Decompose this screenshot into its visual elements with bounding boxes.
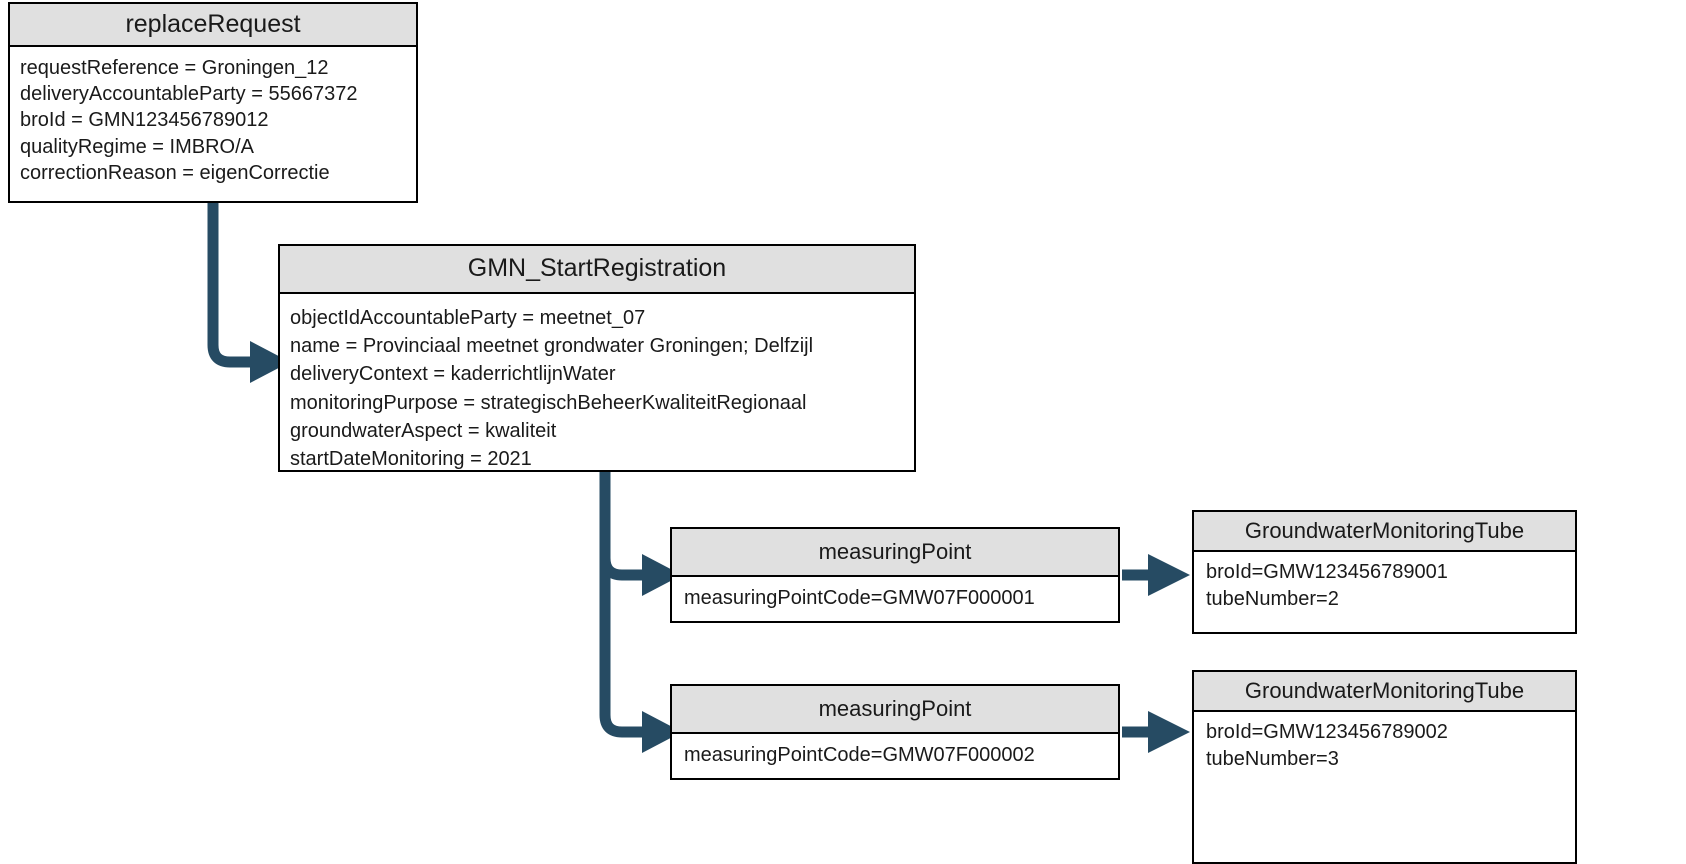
- attribute-start-date-monitoring: startDateMonitoring = 2021: [290, 448, 532, 471]
- attribute-measuring-point-code: measuringPointCode=GMW07F000001: [684, 587, 1035, 609]
- attribute-tube-number: tubeNumber=3: [1206, 748, 1339, 770]
- box-header-groundwater-monitoring-tube-2: GroundwaterMonitoringTube: [1194, 672, 1575, 712]
- box-body-replace-request: requestReference = Groningen_12 delivery…: [10, 47, 416, 192]
- attribute-quality-regime: qualityRegime = IMBRO/A: [20, 135, 254, 158]
- box-body-measuring-point-1: measuringPointCode=GMW07F000001: [672, 577, 1118, 616]
- box-header-replace-request: replaceRequest: [10, 4, 416, 47]
- attribute-name: name = Provinciaal meetnet grondwater Gr…: [290, 335, 814, 358]
- attribute-correction-reason: correctionReason = eigenCorrectie: [20, 161, 330, 184]
- uml-class-box-groundwater-monitoring-tube-1[interactable]: GroundwaterMonitoringTube broId=GMW12345…: [1192, 510, 1577, 634]
- attribute-measuring-point-code: measuringPointCode=GMW07F000002: [684, 744, 1035, 766]
- box-header-groundwater-monitoring-tube-1: GroundwaterMonitoringTube: [1194, 512, 1575, 552]
- uml-class-box-replace-request[interactable]: replaceRequest requestReference = Gronin…: [8, 2, 418, 203]
- box-body-gmn-start-registration: objectIdAccountableParty = meetnet_07 na…: [280, 294, 914, 479]
- attribute-bro-id: broId = GMN123456789012: [20, 109, 269, 132]
- attribute-groundwater-aspect: groundwaterAspect = kwaliteit: [290, 419, 557, 442]
- uml-class-box-measuring-point-1[interactable]: measuringPoint measuringPointCode=GMW07F…: [670, 527, 1120, 623]
- uml-class-box-gmn-start-registration[interactable]: GMN_StartRegistration objectIdAccountabl…: [278, 244, 916, 472]
- box-header-measuring-point-1: measuringPoint: [672, 529, 1118, 577]
- attribute-object-id-accountable-party: objectIdAccountableParty = meetnet_07: [290, 307, 646, 329]
- box-body-groundwater-monitoring-tube-1: broId=GMW123456789001 tubeNumber=2: [1194, 552, 1575, 619]
- attribute-tube-number: tubeNumber=2: [1206, 588, 1339, 610]
- attribute-delivery-context: deliveryContext = kaderrichtlijnWater: [290, 363, 616, 386]
- uml-class-box-measuring-point-2[interactable]: measuringPoint measuringPointCode=GMW07F…: [670, 684, 1120, 780]
- connector-measuring-point-2-to-tube-2: [1122, 711, 1190, 753]
- attribute-bro-id: broId=GMW123456789002: [1206, 721, 1448, 743]
- uml-class-box-groundwater-monitoring-tube-2[interactable]: GroundwaterMonitoringTube broId=GMW12345…: [1192, 670, 1577, 864]
- box-header-measuring-point-2: measuringPoint: [672, 686, 1118, 734]
- box-body-groundwater-monitoring-tube-2: broId=GMW123456789002 tubeNumber=3: [1194, 712, 1575, 779]
- box-header-gmn-start-registration: GMN_StartRegistration: [280, 246, 914, 294]
- attribute-monitoring-purpose: monitoringPurpose = strategischBeheerKwa…: [290, 391, 807, 414]
- attribute-delivery-accountable-party: deliveryAccountableParty = 55667372: [20, 83, 358, 106]
- connector-measuring-point-1-to-tube-1: [1122, 554, 1190, 596]
- box-body-measuring-point-2: measuringPointCode=GMW07F000002: [672, 734, 1118, 773]
- attribute-request-reference: requestReference = Groningen_12: [20, 57, 329, 79]
- attribute-bro-id: broId=GMW123456789001: [1206, 561, 1448, 583]
